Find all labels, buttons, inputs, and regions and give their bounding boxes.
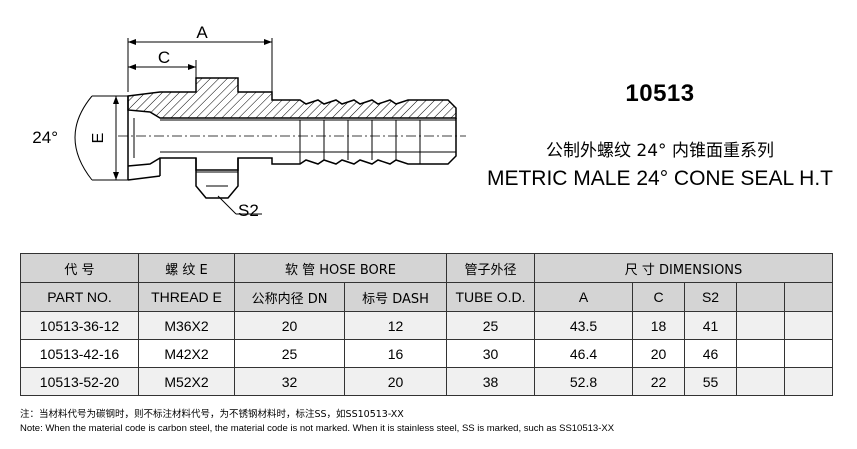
note-cn: 注：当材料代号为碳钢时，则不标注材料代号，为不锈钢材料时，标注SS，如SS105…	[20, 409, 404, 420]
dimension-c-label: C	[158, 48, 170, 67]
title-block: 10513 公制外螺纹 24° 内锥面重系列 METRIC MALE 24° C…	[470, 80, 850, 191]
cell-a: 43.5	[534, 311, 633, 340]
cell-s2: 55	[684, 367, 737, 396]
header-part-no: PART NO.	[20, 282, 139, 312]
cell-s2: 41	[684, 311, 737, 340]
header-dn: 公称内径 DN	[234, 282, 345, 312]
cell-blank	[784, 311, 833, 340]
angle-label: 24°	[32, 128, 58, 147]
header-row-1: 代 号 螺 纹 E 软 管 HOSE BORE 管子外径 尺 寸 DIMENSI…	[20, 253, 833, 283]
dimension-c: C	[128, 48, 197, 82]
cell-part: 10513-42-16	[20, 339, 139, 368]
header-s2: S2	[684, 282, 737, 312]
cell-dash: 12	[344, 311, 447, 340]
header-tube-cn: 管子外径	[446, 253, 535, 283]
dimension-a: A	[127, 23, 273, 100]
cell-thread: M52X2	[138, 367, 235, 396]
spec-table: 代 号 螺 纹 E 软 管 HOSE BORE 管子外径 尺 寸 DIMENSI…	[20, 253, 833, 396]
header-dash: 标号 DASH	[344, 282, 447, 312]
cell-c: 22	[632, 367, 685, 396]
table-row: 10513-36-12 M36X2 20 12 25 43.5 18 41	[20, 311, 833, 340]
cell-part: 10513-36-12	[20, 311, 139, 340]
header-blank-2	[784, 282, 833, 312]
fitting-technical-drawing: A C 24° E	[32, 23, 466, 220]
cell-part: 10513-52-20	[20, 367, 139, 396]
cell-a: 52.8	[534, 367, 633, 396]
cell-dn: 25	[234, 339, 345, 368]
cell-blank	[784, 339, 833, 368]
cell-c: 20	[632, 339, 685, 368]
cell-c: 18	[632, 311, 685, 340]
cell-tube: 30	[446, 339, 535, 368]
header-thread-cn: 螺 纹 E	[138, 253, 235, 283]
cell-blank	[784, 367, 833, 396]
header-tube-od: TUBE O.D.	[446, 282, 535, 312]
cell-blank	[736, 339, 785, 368]
cell-tube: 38	[446, 367, 535, 396]
dimension-s2: S2	[217, 195, 262, 220]
fitting-body	[118, 77, 466, 199]
cell-a: 46.4	[534, 339, 633, 368]
cell-tube: 25	[446, 311, 535, 340]
cell-dash: 20	[344, 367, 447, 396]
header-a: A	[534, 282, 633, 312]
description-en: METRIC MALE 24° CONE SEAL H.T	[486, 167, 834, 190]
dimension-a-label: A	[196, 23, 208, 42]
part-number: 10513	[625, 80, 695, 107]
dimension-e: E	[90, 96, 119, 180]
cell-s2: 46	[684, 339, 737, 368]
cell-thread: M36X2	[138, 311, 235, 340]
header-c: C	[632, 282, 685, 312]
table-row: 10513-42-16 M42X2 25 16 30 46.4 20 46	[20, 339, 833, 368]
description-cn: 公制外螺纹 24° 内锥面重系列	[546, 141, 774, 161]
header-row-2: PART NO. THREAD E 公称内径 DN 标号 DASH TUBE O…	[20, 282, 833, 312]
angle-dimension: 24°	[32, 95, 128, 181]
cell-dn: 20	[234, 311, 345, 340]
header-dimensions: 尺 寸 DIMENSIONS	[534, 253, 833, 283]
s2-label: S2	[238, 201, 259, 220]
header-part-cn: 代 号	[20, 253, 139, 283]
header-thread: THREAD E	[138, 282, 235, 312]
cell-dn: 32	[234, 367, 345, 396]
header-hose-bore: 软 管 HOSE BORE	[234, 253, 447, 283]
cell-dash: 16	[344, 339, 447, 368]
dimension-e-label: E	[90, 133, 107, 144]
note-en: Note: When the material code is carbon s…	[20, 423, 615, 434]
cell-blank	[736, 311, 785, 340]
table-row: 10513-52-20 M52X2 32 20 38 52.8 22 55	[20, 367, 833, 396]
header-blank-1	[736, 282, 785, 312]
cell-thread: M42X2	[138, 339, 235, 368]
cell-blank	[736, 367, 785, 396]
